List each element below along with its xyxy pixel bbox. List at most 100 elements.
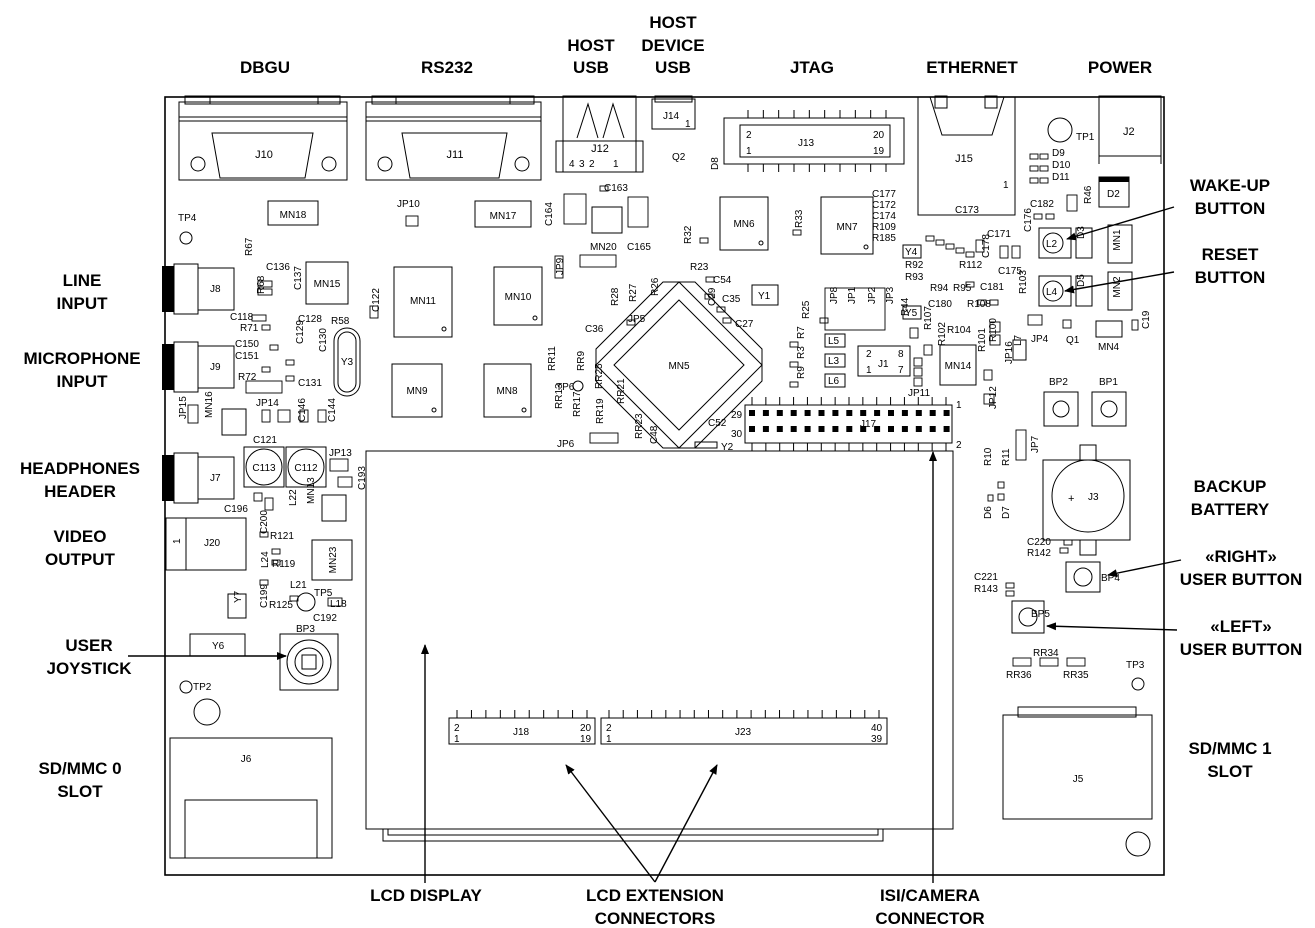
smd-pad [285,359,295,366]
ref-mn1: MN1 [1112,229,1123,251]
ref-y4: Y4 [905,247,918,258]
smd-pad [589,432,619,444]
inductor-l5: L5 [824,333,846,348]
label-left-button-2: USER BUTTON [1180,640,1302,659]
label-ethernet: ETHERNET [926,58,1018,77]
connector-pad [762,410,769,416]
smd-pad [792,229,802,236]
smd-pad [259,579,269,586]
crystal-y2: Y2 [694,441,734,453]
ref-d11: D11 [1052,172,1070,183]
pin-j18-19: 19 [580,734,592,745]
inductor-l7: L7 [1012,334,1027,361]
ref-l6: L6 [828,376,840,387]
smd-pad [1066,194,1078,212]
ic-mn18: MN18 [267,200,319,226]
ref-rr19: RR19 [595,398,606,424]
ref-mn15: MN15 [314,279,341,290]
ref-r25: R25 [801,300,812,319]
crystal-y3: Y3 R58 [331,316,361,397]
pin-j15-1: 1 [1003,180,1009,191]
ref-jp5: JP5 [628,314,646,325]
connector-pad [804,410,811,416]
ref-j5: J5 [1073,774,1084,785]
sd-mmc-0-slot: J6 [169,737,333,859]
ref-l24: L24 [260,551,271,568]
smd-pad [626,319,636,326]
label-user-joystick-1: USER [65,636,112,655]
ref-mn20: MN20 [590,242,617,253]
ref-r101: R101 [977,328,988,352]
label-host-usb-1: HOST [567,36,615,55]
ic-mn9: MN9 [391,363,443,418]
smd-pad [261,409,271,423]
ref-y3: Y3 [341,357,354,368]
connector-pad [762,426,769,432]
ref-y5: Y5 [905,308,918,319]
connector-pad [929,410,936,416]
smd-pad [627,196,649,228]
connector-pad [874,426,881,432]
ref-r93: R93 [905,272,924,283]
smd-pad [824,287,886,331]
ref-mn13: MN13 [306,477,317,504]
label-headphones-1: HEADPHONES [20,459,140,478]
label-microphone-input-1: MICROPHONE [23,349,140,368]
ref-l7: L7 [1013,334,1024,346]
label-sd-mmc-0-1: SD/MMC 0 [38,759,121,778]
connector-pad [818,410,825,416]
connector-pad [776,410,783,416]
label-wake-up-2: BUTTON [1195,199,1266,218]
ref-rr21: RR21 [616,378,627,404]
ref-d8: D8 [710,157,721,170]
ref-r107: R107 [923,306,934,330]
smd-pad [705,276,715,283]
label-sd-mmc-1-1: SD/MMC 1 [1188,739,1271,758]
smd-pad [264,497,274,511]
ref-r28: R28 [610,287,621,306]
smd-pad [1039,153,1049,160]
ref-r92: R92 [905,260,924,271]
ref-mn7: MN7 [836,222,858,233]
connector-pad [832,426,839,432]
ref-d9: D9 [1052,148,1065,159]
ref-r71: R71 [240,323,259,334]
ref-r58: R58 [331,316,350,327]
push-button-bp1: BP1 [1091,377,1127,427]
ref-r32: R32 [683,225,694,244]
ref-l2: L2 [1046,239,1058,250]
ref-c177: C177 [872,189,896,200]
ref-r103: R103 [1018,270,1029,294]
connector-pad [901,426,908,432]
pin-j1-2: 2 [866,349,872,360]
ic-mn2: MN2 [1107,271,1133,311]
ref-r119: R119 [272,559,296,570]
smd-pad [257,280,273,288]
smd-pad [1029,153,1039,160]
label-host-device-usb-1: HOST [649,13,697,32]
ref-mn8: MN8 [496,386,518,397]
ref-r72: R72 [238,372,257,383]
smd-pad [997,493,1005,501]
smd-pad [1045,213,1055,220]
label-backup-2: BATTERY [1191,500,1270,519]
label-rs232: RS232 [421,58,473,77]
connector-pad [776,426,783,432]
ref-mn10: MN10 [505,292,532,303]
ref-j2: J2 [1123,126,1135,138]
connector-pad [846,426,853,432]
inductor-l6: L6 [824,373,846,388]
ref-jp12: JP12 [988,386,999,409]
ref-j13: J13 [798,138,815,149]
video-output-jack: 1 J20 [165,517,247,571]
arrow-right-button [1107,559,1182,578]
ref-j23: J23 [735,727,752,738]
label-jtag: JTAG [790,58,834,77]
label-sd-mmc-0-2: SLOT [57,782,103,801]
smd-pad [997,481,1005,489]
ref-c144: C144 [327,398,338,422]
pin-j12-3: 3 [579,159,585,170]
ref-mn5: MN5 [668,361,690,372]
ref-tp3: TP3 [1126,660,1145,671]
smd-pad [913,357,923,367]
